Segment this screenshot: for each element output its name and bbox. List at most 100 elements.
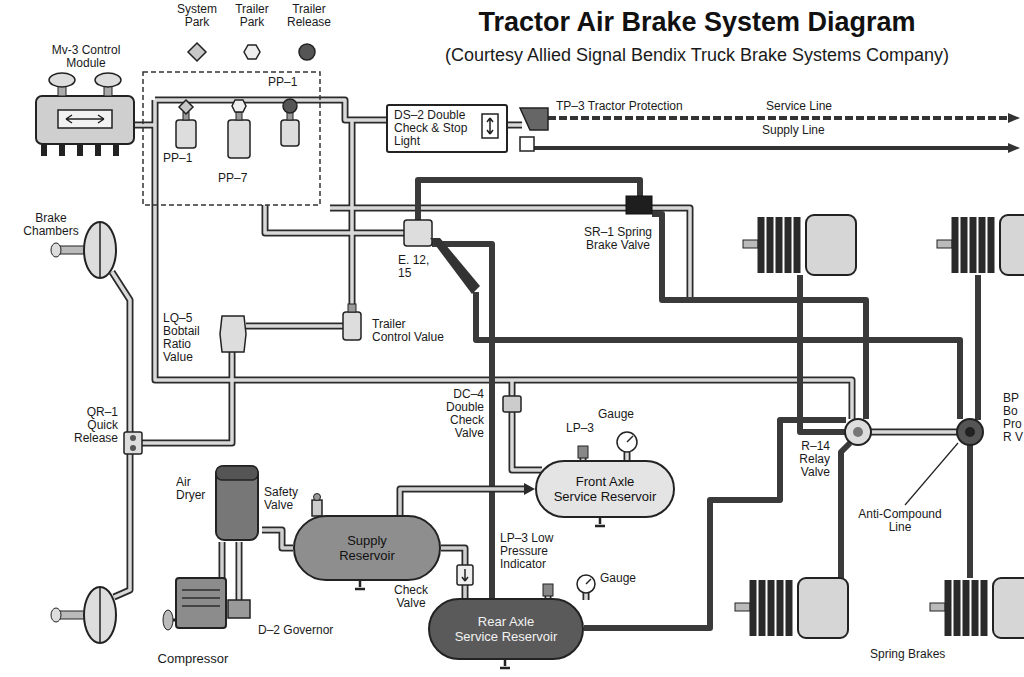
part-label: Check Valve xyxy=(388,584,434,610)
component-node: Rear Axle Service Reservoir xyxy=(428,598,584,660)
pushrod-clevis xyxy=(51,243,61,257)
diagram-caption: (Courtesy Allied Signal Bendix Truck Bra… xyxy=(380,44,1014,66)
part-label: PP–1 xyxy=(163,152,192,165)
gauge xyxy=(617,432,637,452)
pushrod xyxy=(930,603,945,611)
node-label: Compressor xyxy=(158,651,229,666)
air-line-outline xyxy=(219,542,226,578)
air-line xyxy=(262,530,293,548)
valve-port xyxy=(130,445,136,451)
spring-brake-chamber xyxy=(930,578,1024,638)
part-label: PP–7 xyxy=(218,172,247,185)
brake-chamber xyxy=(84,222,116,278)
pushrod xyxy=(60,246,86,254)
gauge-needle xyxy=(586,579,591,584)
air-line-outline xyxy=(262,530,293,548)
air-line-fill xyxy=(262,530,293,548)
part-label: DC–4 Double Check Valve xyxy=(434,388,484,440)
trailer-park-knob xyxy=(244,45,260,59)
chamber-ribs xyxy=(761,217,797,273)
trailer-control-valve xyxy=(343,312,361,340)
part-label: LQ–5 Bobtail Ratio Value xyxy=(163,312,211,364)
knob-cap xyxy=(49,73,75,87)
pushrod xyxy=(743,240,758,248)
part-label: Spring Brakes xyxy=(870,648,945,661)
spring-brake-valve xyxy=(626,196,652,214)
node-label: Rear Axle Service Reservoir xyxy=(455,614,558,644)
double-check-valve xyxy=(503,396,521,412)
air-line-outline xyxy=(400,489,524,515)
chamber-housing xyxy=(806,215,856,275)
valve-knob xyxy=(179,100,193,114)
spring-brake-chamber xyxy=(743,215,856,275)
pushrod xyxy=(60,611,86,619)
part-label: Service Line xyxy=(766,100,832,113)
chamber-ribs xyxy=(955,217,991,273)
part-label: Gauge xyxy=(600,572,636,585)
air-line-fill xyxy=(400,489,524,515)
part-label: E. 12, 15 xyxy=(398,254,434,280)
component-node: Mv-3 Control Module xyxy=(30,42,142,167)
chamber-ribs xyxy=(948,580,984,636)
double-check-arrow xyxy=(487,118,493,134)
component-node: Supply Reservoir xyxy=(293,515,441,581)
compressor-fins xyxy=(182,590,220,606)
valve-knob xyxy=(232,100,246,112)
part-label: Anti-Compound Line xyxy=(850,508,950,534)
component-node: DS–2 Double Check & Stop Light xyxy=(386,104,508,153)
foot-valve xyxy=(404,220,432,246)
trailer-release-knob xyxy=(299,44,315,60)
valve-body xyxy=(228,120,250,158)
spring-brake-chamber xyxy=(735,578,848,638)
hose-coupling xyxy=(1008,113,1020,123)
tractor-protection-valve xyxy=(520,108,548,130)
component-node: Air Dryer xyxy=(174,462,262,542)
compressor-shaft xyxy=(173,619,176,622)
chamber-housing xyxy=(798,578,848,638)
legend-label: Trailer Park xyxy=(226,3,278,29)
governor xyxy=(228,600,250,618)
chamber-housing xyxy=(1000,215,1024,275)
relay-valve-core xyxy=(853,427,863,437)
quick-release-valve xyxy=(124,432,142,454)
chamber-ribs xyxy=(753,580,789,636)
part-label: Trailer Control Value xyxy=(372,318,446,344)
node-label: Front Axle Service Reservoir xyxy=(554,474,657,504)
air-dryer xyxy=(216,466,258,540)
safety-valve-cap xyxy=(314,494,321,501)
brake-chamber xyxy=(84,587,116,643)
node-label: Mv-3 Control Module xyxy=(36,44,136,70)
bobtail-relay-valve xyxy=(957,419,983,445)
chamber-clamp xyxy=(99,587,101,643)
valve-port xyxy=(130,435,136,441)
part-label: SR–1 Spring Brake Valve xyxy=(582,226,654,252)
node-label: Air Dryer xyxy=(176,476,212,502)
check-valve xyxy=(457,565,473,585)
foot-pedal xyxy=(430,238,480,294)
chamber-clamp xyxy=(99,222,101,278)
legend-label: Trailer Release xyxy=(280,3,338,29)
pipe-outline xyxy=(112,100,957,600)
diagram-title: Tractor Air Brake System Diagram xyxy=(400,6,994,38)
part-label: D–2 Governor xyxy=(258,624,333,637)
valve-stem xyxy=(236,112,242,120)
dashed-group-box xyxy=(143,72,320,205)
component-node: Front Axle Service Reservoir xyxy=(535,460,675,518)
module-arrow xyxy=(66,115,104,123)
part-label: Brake Chambers xyxy=(18,212,84,238)
compressor xyxy=(176,578,226,628)
gauge xyxy=(577,575,595,593)
service-line xyxy=(548,116,1010,120)
spring-brake-chamber xyxy=(937,215,1024,275)
double-check-symbol xyxy=(482,114,498,138)
module-body xyxy=(36,96,134,144)
knob-cap xyxy=(95,73,121,87)
pushrod-clevis xyxy=(51,608,61,622)
air-line xyxy=(400,483,535,515)
node-label: Supply Reservoir xyxy=(327,533,407,563)
leader-line xyxy=(905,443,958,505)
air-dryer-cap xyxy=(216,466,258,480)
